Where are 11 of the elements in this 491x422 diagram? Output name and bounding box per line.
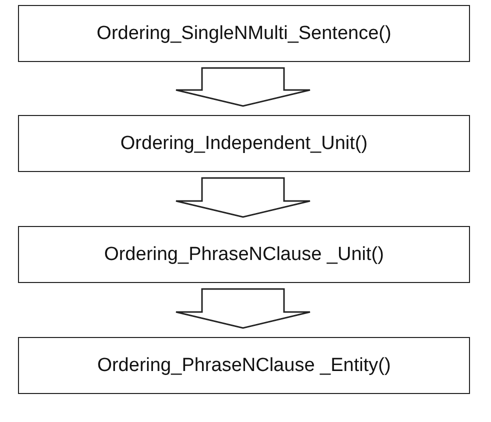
process-box bbox=[18, 337, 470, 394]
function-name: Ordering_Independent_Unit() bbox=[120, 132, 368, 154]
function-name: Ordering_SingleNMulti_Sentence() bbox=[96, 22, 392, 44]
process-box bbox=[18, 5, 470, 62]
block-arrow bbox=[175, 67, 311, 107]
process-box bbox=[18, 115, 470, 172]
process-box bbox=[18, 226, 470, 283]
function-name: Ordering_PhraseNClause _Unit() bbox=[104, 244, 384, 266]
block-arrow bbox=[175, 177, 311, 218]
block-arrow bbox=[175, 288, 311, 329]
function-name: Ordering_PhraseNClause _Entity() bbox=[97, 354, 391, 376]
